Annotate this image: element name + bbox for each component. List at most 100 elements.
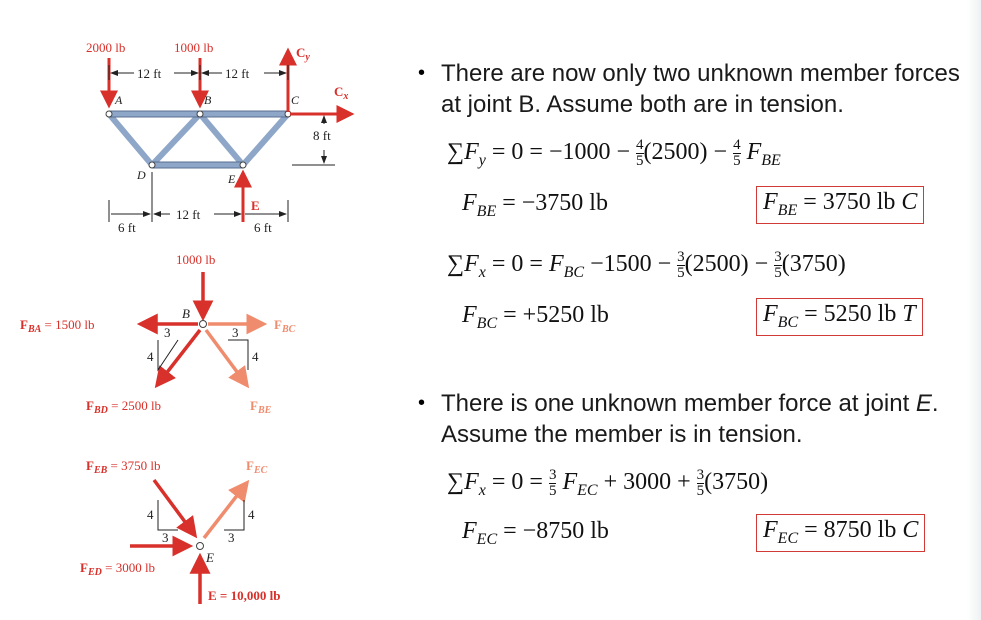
fbd-b-tri-left-h: 3 [164,325,171,340]
box1-tag: C [901,189,918,215]
eq1-lhs: ∑F [447,139,479,166]
feb-arrow [152,478,198,539]
node-d-label: D [136,168,146,182]
fec-arrow [202,479,250,540]
result-fec: FEC = −8750 lb [462,518,609,549]
eq1-lhs-sub: y [478,151,486,169]
eq3-lhs-sub: x [478,481,486,499]
eq1-frac2-den: 5 [733,153,741,169]
fbd-e-tri-right-h: 3 [228,530,235,545]
res1-var: F [462,190,477,216]
fbd-label: F [86,398,94,413]
truss-members [106,111,291,168]
cy-label: C [296,45,305,60]
fbd-b-load-label: 1000 lb [176,252,215,267]
svg-text:Cy: Cy [296,45,310,63]
eq2-frac2-num: 3 [774,249,782,266]
fbd-e-node-label: E [205,550,214,565]
answer-box-fbe: FBE = 3750 lb C [756,186,925,224]
fba-value: = 1500 lb [41,317,94,332]
dim-mid-label: 12 ft [176,207,201,222]
eq2-rhs-b-sub: BC [563,263,585,281]
dim-right-label: 6 ft [254,220,272,235]
dim-bc-label: 12 ft [225,66,250,81]
eq3-rhs-d: (3750) [704,469,769,496]
box2-var: F [763,301,778,327]
svg-text:FBD = 2500 lb: FBD = 2500 lb [86,398,161,416]
eq3-lhs: ∑F [447,469,479,496]
res3-var: F [462,518,477,544]
eq3-rhs-a: = 0 = [485,469,549,496]
eq1-rhs-b: (2500) − [643,139,734,166]
eq2-frac2-den: 5 [774,265,782,281]
svg-text:FBC: FBC [274,317,296,335]
res2-var: F [462,302,477,328]
fed-sub: ED [87,567,102,578]
fba-label: F [20,317,28,332]
result-fbc: FBC = +5250 lb [462,302,609,333]
eq2-rhs-e: (3750) [781,251,846,278]
feb-value: = 3750 lb [107,458,160,473]
node-a-label: A [114,93,123,107]
fbd-b-tri-left-v: 4 [147,349,154,364]
feb-label: F [86,458,94,473]
res3-sub: EC [476,530,498,548]
eq3-frac-num: 3 [548,467,557,484]
answer-box-fbc: FBC = 5250 lb T [756,298,923,336]
dim-ab-label: 12 ft [137,66,162,81]
svg-text:FEB = 3750 lb: FEB = 3750 lb [86,458,161,476]
eq3-rhs-c: + 3000 + [597,469,697,496]
slide-edge-shadow [967,0,981,620]
box1-val: = 3750 lb [797,189,902,215]
svg-text:FBA = 1500 lb: FBA = 1500 lb [20,317,95,335]
res2-val: = +5250 lb [497,302,609,328]
eq1-rhs-a: = 0 = −1000 − [485,139,637,166]
eq1-rhs-c: F [746,139,762,166]
fbe-sub: BE [257,405,272,416]
eq1-frac2-num: 4 [733,137,741,154]
node-c-label: C [291,93,300,107]
fbd-e-tri-right-v: 4 [248,507,255,522]
fbd-e-tri-left-h: 3 [162,530,169,545]
eq3-frac-den: 5 [548,483,557,499]
eq2-rhs-a: = 0 = [485,251,549,278]
res1-val: = −3750 lb [496,190,608,216]
node-b-label: B [204,93,212,107]
eq2-rhs-b: F [548,251,564,278]
bullet-2-text-b: . Assume the member is in tension. [441,390,939,448]
eq1-rhs-c-sub: BE [761,151,781,169]
box1-var: F [763,189,778,215]
height-label: 8 ft [313,128,331,143]
fbc-sub: BC [281,324,296,335]
cx-sub: x [342,91,348,102]
bullet-2-dot: • [418,392,426,414]
fbd-arrow [154,328,202,389]
bullet-2-text: There is one unknown member force at joi… [441,388,971,450]
answer-box-fec: FEC = 8750 lb C [756,514,926,552]
svg-text:FED = 3000 lb: FED = 3000 lb [80,560,155,578]
fbe-label: F [250,398,258,413]
fbd-sub: BD [93,405,108,416]
eq1-frac-num: 4 [636,137,644,154]
bullet-2-text-em: E [915,390,932,417]
eq2-rhs-d: (2500) − [684,251,775,278]
reaction-e-label: E [251,198,260,213]
bullet-1-dot: • [418,62,426,84]
cy-sub: y [304,52,310,63]
fbd-b-tri-right-h: 3 [232,325,239,340]
eq3-frac2-den: 5 [696,483,705,499]
eq2-frac-num: 3 [677,249,685,266]
res2-sub: BC [476,314,498,332]
res3-val: = −8750 lb [497,518,609,544]
fbd-b-tri-right-v: 4 [252,349,259,364]
fbe-arrow [204,328,250,389]
fbd-b-node-label: B [182,306,190,321]
box2-tag: T [902,301,916,327]
fbd-e-reaction-label: E = 10,000 lb [208,588,280,603]
load-a-label: 2000 lb [86,40,125,55]
node-e-label: E [227,172,236,186]
bullet-1-text: There are now only two unknown member fo… [441,60,960,118]
